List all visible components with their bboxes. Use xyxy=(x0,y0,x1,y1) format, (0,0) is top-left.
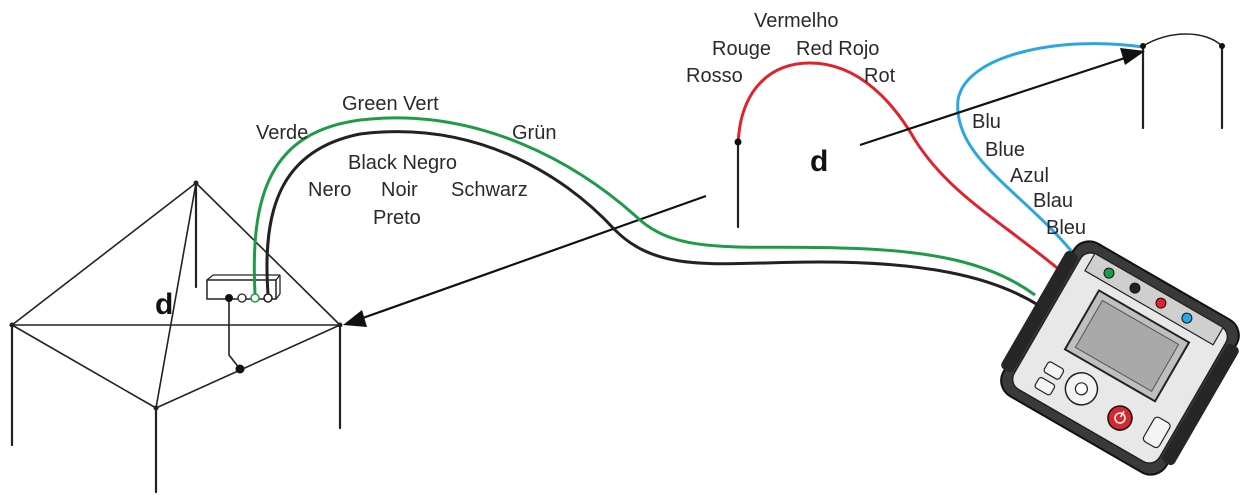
label-blue-de: Blau xyxy=(1033,190,1073,212)
label-red-de: Rot xyxy=(864,65,896,87)
label-blue-fr: Bleu xyxy=(1046,217,1086,239)
terminal-box xyxy=(206,274,281,303)
label-black-pt: Preto xyxy=(373,207,421,229)
label-green-de: Grün xyxy=(512,122,556,144)
label-green-it-es: Verde xyxy=(256,122,308,144)
label-green-en-fr: Green Vert xyxy=(342,93,439,115)
junction-dot xyxy=(235,364,245,374)
auxiliary-stake-blue xyxy=(1140,33,1225,130)
blue-lead xyxy=(956,42,1144,263)
distance-label-left: d xyxy=(155,288,173,321)
test-leads xyxy=(252,42,1144,307)
auxiliary-stake-red xyxy=(734,138,742,229)
label-black-fr: Noir xyxy=(381,179,418,201)
earth-electrode-grid xyxy=(9,180,343,494)
label-black-en-es: Black Negro xyxy=(348,152,457,174)
distance-arrow-left xyxy=(343,194,707,327)
label-red-fr: Rouge xyxy=(712,38,771,60)
red-lead xyxy=(736,61,1063,274)
green-lead xyxy=(252,116,1036,297)
label-red-it: Rosso xyxy=(686,65,743,87)
label-blue-it: Blu xyxy=(972,111,1001,133)
label-red-en-es: Red Rojo xyxy=(796,38,879,60)
label-blue-en: Blue xyxy=(985,139,1025,161)
label-black-de: Schwarz xyxy=(451,179,528,201)
label-black-it: Nero xyxy=(308,179,351,201)
distance-arrow-right xyxy=(859,48,1145,147)
lead-labels: Vermelho Rouge Red Rojo Rosso Rot Green … xyxy=(256,10,1086,239)
black-lead xyxy=(265,130,1039,307)
earth-resistance-tester-icon xyxy=(1000,240,1240,476)
power-button-icon xyxy=(1107,405,1133,431)
distance-label-right: d xyxy=(810,145,828,178)
label-red-pt: Vermelho xyxy=(754,10,839,32)
label-blue-es-pt: Azul xyxy=(1010,165,1049,187)
